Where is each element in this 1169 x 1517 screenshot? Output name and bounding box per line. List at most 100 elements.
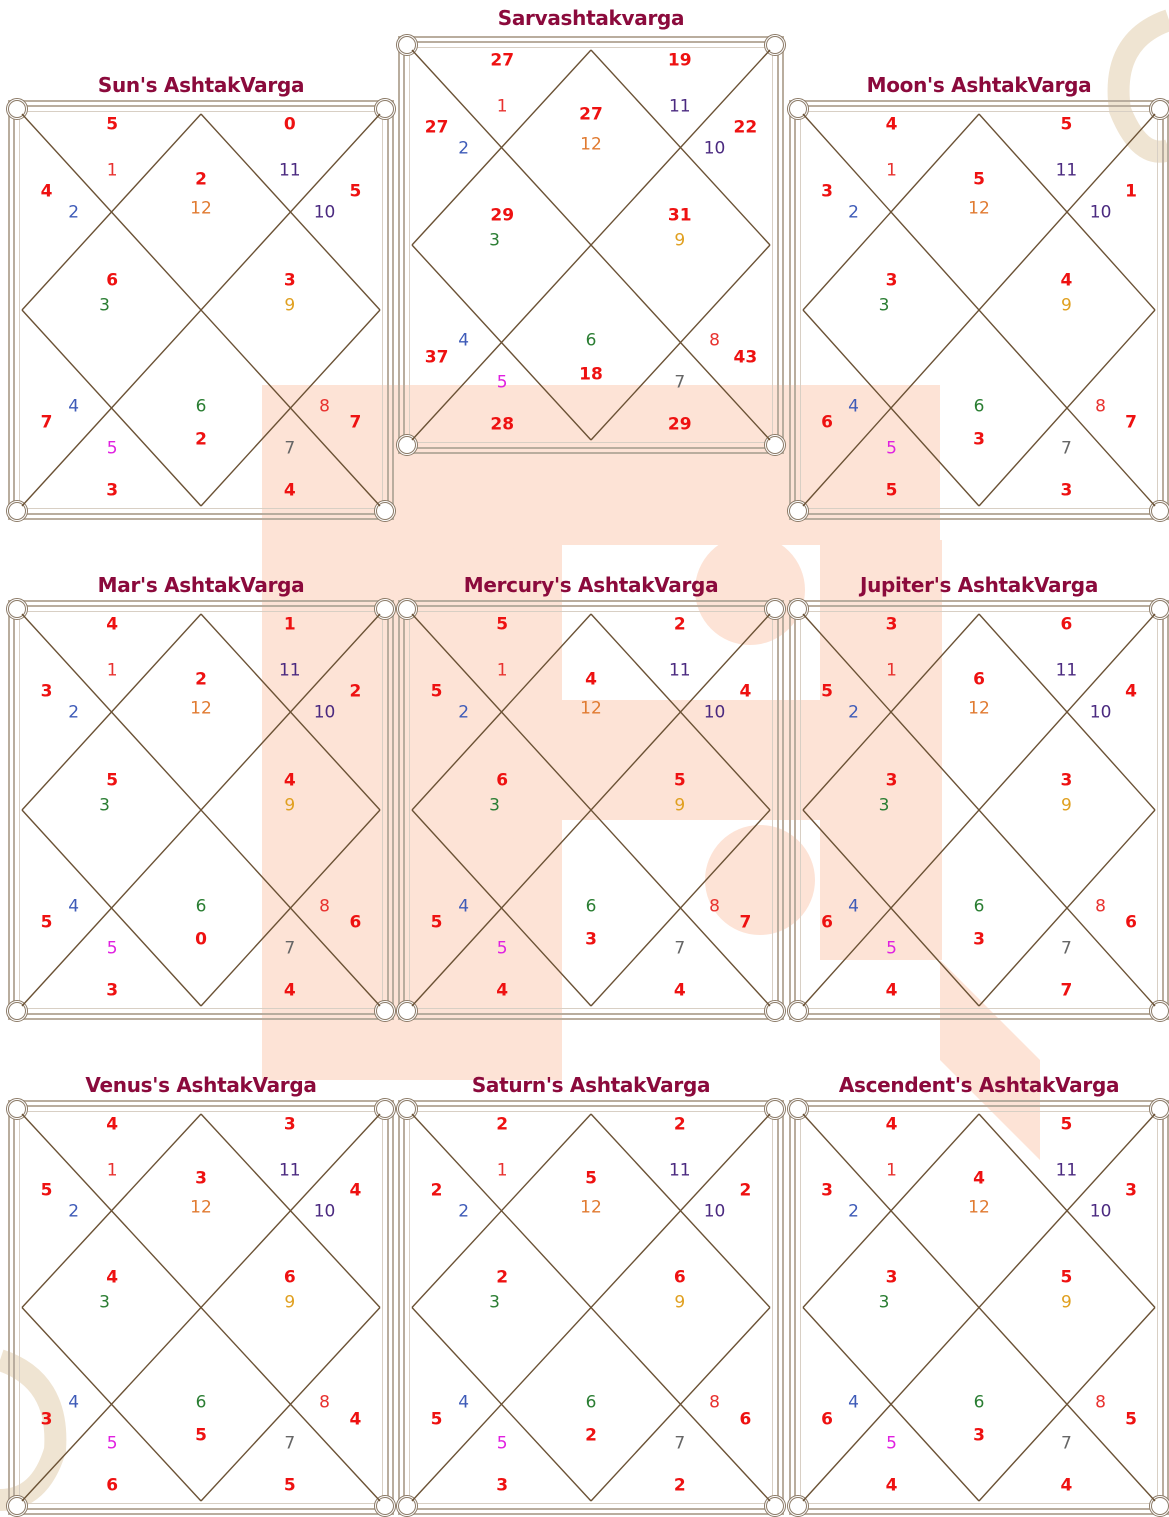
house-value: 7 (739, 915, 751, 932)
house-number: 9 (1061, 297, 1072, 314)
house-number: 10 (314, 205, 336, 222)
north-indian-chart-lines (8, 600, 394, 1020)
ashtakvarga-chart: 162335435664738796103114126 (789, 600, 1169, 1020)
house-number: 10 (1090, 705, 1112, 722)
house-value: 6 (821, 415, 833, 432)
house-value: 6 (674, 1270, 686, 1287)
house-value: 3 (973, 1428, 985, 1445)
house-number: 7 (1061, 1436, 1072, 1453)
house-number: 5 (497, 1436, 508, 1453)
house-value: 3 (284, 272, 296, 289)
house-value: 6 (106, 1477, 118, 1494)
house-number: 10 (704, 1204, 726, 1221)
house-number: 2 (848, 1204, 859, 1221)
house-number: 4 (68, 898, 79, 915)
house-number: 1 (497, 1162, 508, 1179)
house-number: 4 (848, 898, 859, 915)
house-number: 6 (586, 1394, 597, 1411)
house-number: 6 (196, 898, 207, 915)
house-number: 3 (489, 1295, 500, 1312)
house-number: 12 (968, 201, 990, 218)
north-indian-chart-lines (789, 100, 1169, 520)
house-value: 6 (1125, 915, 1137, 932)
house-value: 3 (1125, 1183, 1137, 1200)
house-value: 6 (739, 1411, 751, 1428)
house-number: 12 (580, 1199, 602, 1216)
house-number: 11 (1056, 663, 1078, 680)
house-number: 12 (190, 1199, 212, 1216)
house-value: 3 (106, 482, 118, 499)
ashtakvarga-chart: 127227327429537628718829943103111221219 (398, 36, 784, 454)
north-indian-chart-lines (398, 600, 784, 1020)
house-value: 2 (674, 617, 686, 634)
house-value: 3 (821, 1183, 833, 1200)
house-value: 2 (674, 1116, 686, 1133)
house-number: 11 (669, 1162, 691, 1179)
house-value: 37 (425, 349, 449, 366)
ashtakvarga-chart: 152232425563728296106112122 (398, 1100, 784, 1515)
house-number: 8 (1095, 898, 1106, 915)
house-value: 0 (284, 117, 296, 134)
house-value: 4 (41, 184, 53, 201)
house-number: 5 (497, 940, 508, 957)
chart-title: Saturn's AshtakVarga (398, 1073, 784, 1097)
house-value: 4 (106, 1270, 118, 1287)
house-number: 8 (319, 1394, 330, 1411)
house-value: 3 (973, 932, 985, 949)
house-value: 4 (739, 684, 751, 701)
house-number: 12 (190, 701, 212, 718)
house-number: 3 (489, 232, 500, 249)
house-number: 3 (879, 797, 890, 814)
house-value: 6 (821, 1411, 833, 1428)
house-number: 5 (886, 440, 897, 457)
house-value: 2 (585, 1428, 597, 1445)
house-number: 12 (580, 136, 602, 153)
house-number: 3 (879, 297, 890, 314)
house-value: 4 (106, 1116, 118, 1133)
house-number: 4 (848, 398, 859, 415)
house-number: 2 (458, 1204, 469, 1221)
house-value: 3 (41, 1411, 53, 1428)
house-number: 11 (279, 163, 301, 180)
house-number: 8 (709, 898, 720, 915)
house-number: 12 (190, 201, 212, 218)
house-value: 29 (490, 207, 514, 224)
house-value: 5 (41, 915, 53, 932)
chart-title: Venus's AshtakVarga (8, 1073, 394, 1097)
house-number: 11 (669, 99, 691, 116)
chart-title: Sarvashtakvarga (398, 6, 784, 30)
house-value: 5 (284, 1477, 296, 1494)
house-value: 27 (490, 53, 514, 70)
north-indian-chart-lines (398, 36, 784, 454)
house-number: 10 (704, 140, 726, 157)
house-number: 8 (1095, 398, 1106, 415)
house-number: 5 (107, 440, 118, 457)
house-number: 1 (886, 1162, 897, 1179)
house-number: 5 (107, 1436, 118, 1453)
house-value: 3 (886, 272, 898, 289)
house-number: 2 (68, 705, 79, 722)
house-value: 5 (886, 482, 898, 499)
house-number: 5 (886, 940, 897, 957)
house-value: 5 (1060, 1270, 1072, 1287)
house-value: 3 (886, 1270, 898, 1287)
house-number: 9 (674, 1295, 685, 1312)
house-number: 6 (974, 1394, 985, 1411)
house-number: 5 (886, 1436, 897, 1453)
house-number: 11 (1056, 1162, 1078, 1179)
house-number: 6 (586, 898, 597, 915)
house-number: 9 (284, 297, 295, 314)
house-number: 7 (674, 374, 685, 391)
chart-title: Jupiter's AshtakVarga (789, 573, 1169, 597)
house-value: 5 (195, 1428, 207, 1445)
house-number: 8 (1095, 1394, 1106, 1411)
house-value: 6 (1060, 617, 1072, 634)
house-value: 5 (1060, 1116, 1072, 1133)
house-value: 5 (585, 1170, 597, 1187)
house-value: 43 (734, 349, 758, 366)
house-number: 11 (669, 663, 691, 680)
north-indian-chart-lines (789, 600, 1169, 1020)
house-value: 3 (886, 617, 898, 634)
house-value: 5 (1060, 117, 1072, 134)
house-number: 9 (1061, 1295, 1072, 1312)
